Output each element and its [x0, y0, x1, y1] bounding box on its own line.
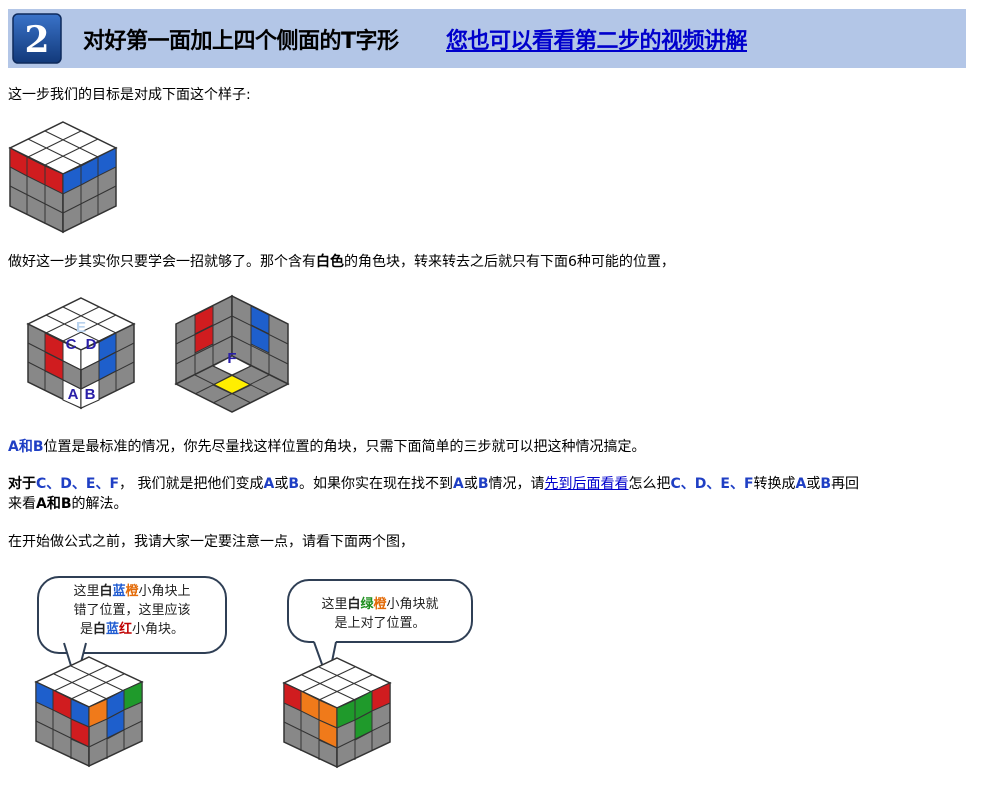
- step-number: 2: [24, 19, 49, 61]
- see-later-link[interactable]: 先到后面看看: [544, 476, 629, 492]
- step-header: 2 对好第一面加上四个侧面的T字形 您也可以看看第二步的视频讲解: [8, 9, 966, 68]
- explanation-text: 做好这一步其实你只要学会一招就够了。那个含有白色的角色块，转来转去之后就只有下面…: [8, 254, 675, 270]
- cdef-text-line1: 对于C、D、E、F， 我们就是把他们变成A或B。如果你实在现在找不到A或B情况，…: [8, 476, 860, 492]
- intro-text: 这一步我们的目标是对成下面这个样子:: [8, 87, 251, 103]
- label-f: F: [227, 350, 236, 367]
- video-link[interactable]: 您也可以看看第二步的视频讲解: [446, 29, 748, 54]
- step-title: 对好第一面加上四个侧面的T字形: [83, 29, 399, 54]
- label-c: C: [66, 336, 77, 353]
- label-e: E: [76, 319, 86, 336]
- corner-positions-cube-bottom: F: [174, 294, 290, 413]
- notice-text: 在开始做公式之前，我请大家一定要注意一点，请看下面两个图，: [8, 534, 414, 550]
- label-a: A: [68, 386, 79, 403]
- target-cube-image: [8, 121, 118, 234]
- callout-bubble-wrong: 这里白蓝橙小角块上 错了位置，这里应该 是白蓝红小角块。: [37, 576, 227, 654]
- ab-text: A和B位置是最标准的情况，你先尽量找这样位置的角块，只需下面简单的三步就可以把这…: [8, 439, 646, 455]
- correct-position-cube: [282, 657, 392, 769]
- corner-positions-cube-front: E C D A B: [26, 297, 136, 410]
- wrong-position-cube: [34, 656, 144, 768]
- label-d: D: [86, 336, 97, 353]
- cdef-text-line2: 来看A和B的解法。: [8, 496, 128, 512]
- step-number-badge: 2: [12, 13, 62, 64]
- callout-bubble-correct: 这里白绿橙小角块就 是上对了位置。: [287, 579, 473, 643]
- label-b: B: [85, 386, 96, 403]
